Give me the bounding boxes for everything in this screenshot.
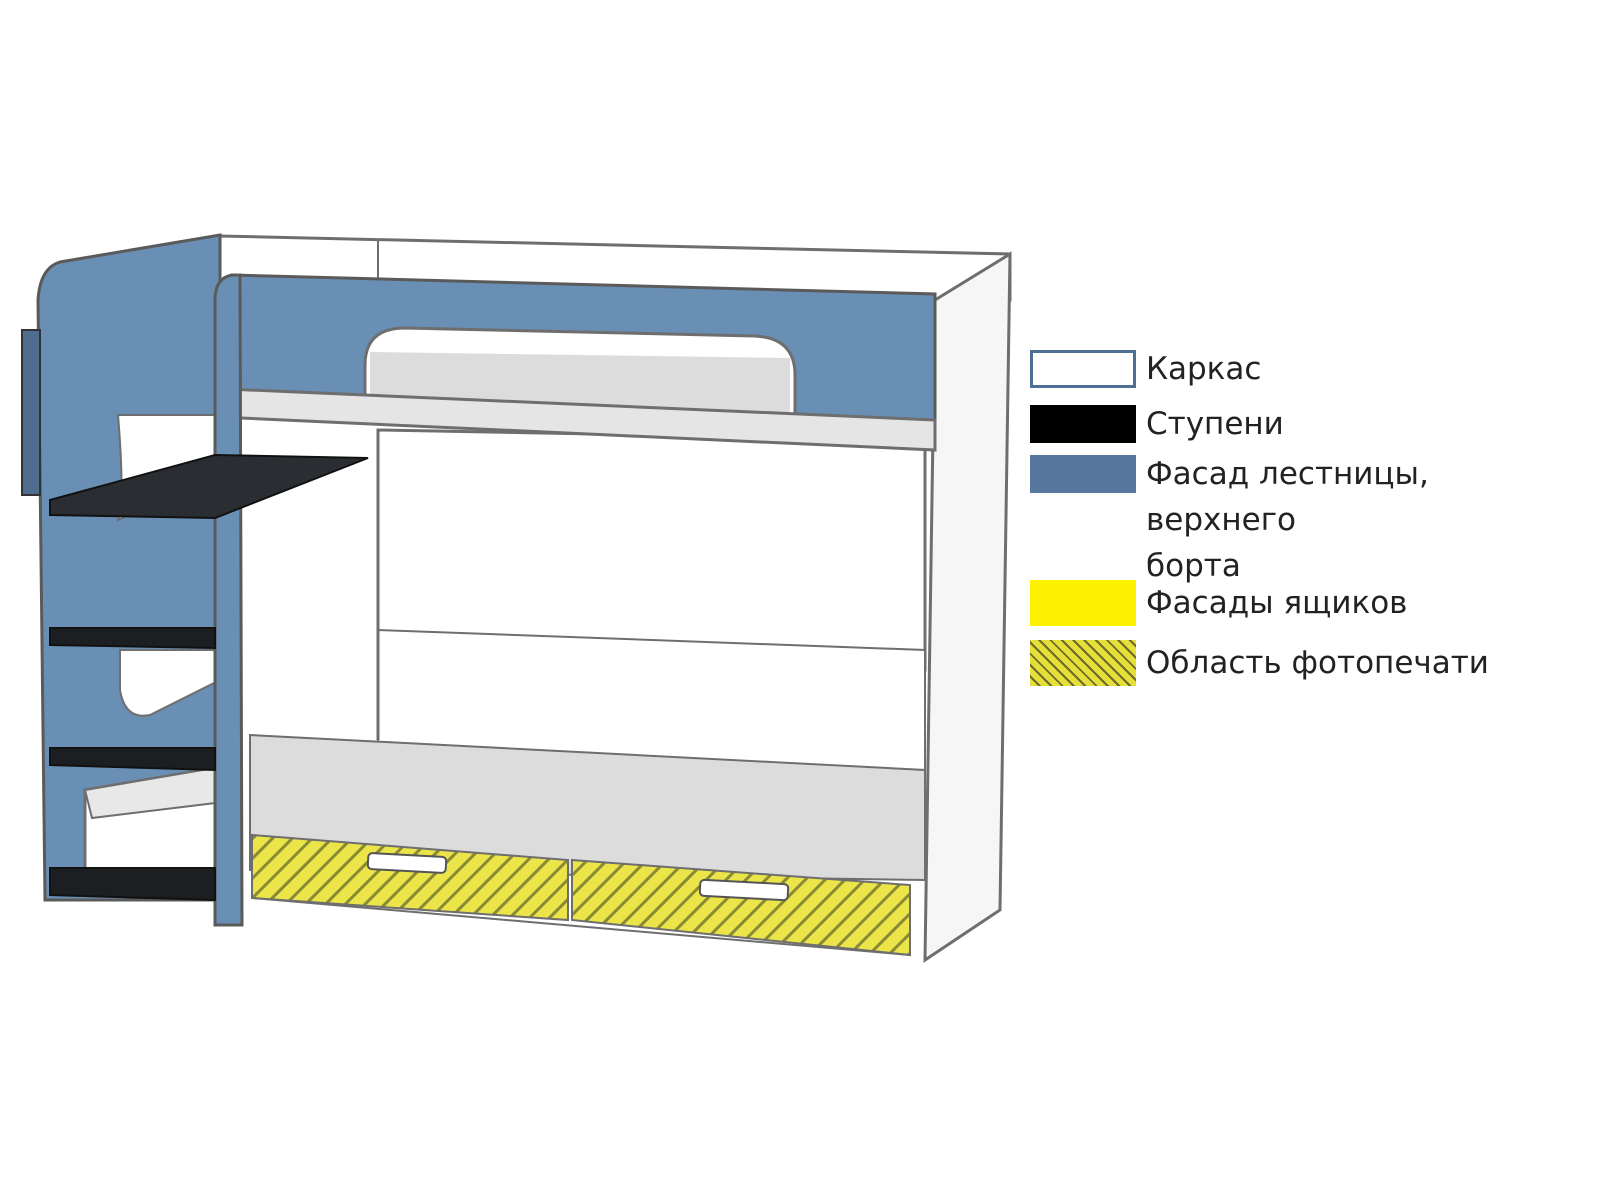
drawer-right-handle (698, 878, 790, 902)
legend-label-frame: Каркас (1146, 351, 1262, 387)
legend-item-frame: Каркас (1030, 350, 1261, 388)
legend-swatch-ladder (1030, 455, 1136, 493)
ladder-post (213, 273, 244, 927)
right-side-panel (923, 251, 1012, 963)
legend-swatch-steps (1030, 405, 1136, 443)
legend-item-ladder: Фасад лестницы, верхнего борта (1030, 455, 1586, 589)
legend-label-photo: Область фотопечати (1146, 645, 1489, 681)
legend-item-photo: Область фотопечати (1030, 640, 1489, 686)
legend-label-steps: Ступени (1146, 406, 1284, 442)
legend-item-steps: Ступени (1030, 405, 1284, 443)
legend-label-ladder: Фасад лестницы, верхнего борта (1146, 456, 1429, 584)
drawer-left-handle (366, 852, 448, 874)
step-3 (49, 747, 216, 772)
step-1 (49, 453, 369, 520)
lower-gray-wall (249, 733, 926, 882)
left-panel-edge (21, 329, 41, 496)
step-4 (49, 867, 216, 902)
left-panel-cutout-lower (119, 649, 221, 717)
legend-swatch-drawer (1030, 580, 1136, 626)
left-end-panel (36, 233, 222, 902)
step-2 (49, 627, 216, 650)
legend-label-drawer: Фасады ящиков (1146, 585, 1408, 621)
base-edge (251, 897, 911, 956)
drawer-left (251, 833, 569, 922)
legend-item-drawer: Фасады ящиков (1030, 580, 1407, 626)
legend-swatch-photo (1030, 640, 1136, 686)
legend-swatch-frame (1030, 350, 1136, 388)
